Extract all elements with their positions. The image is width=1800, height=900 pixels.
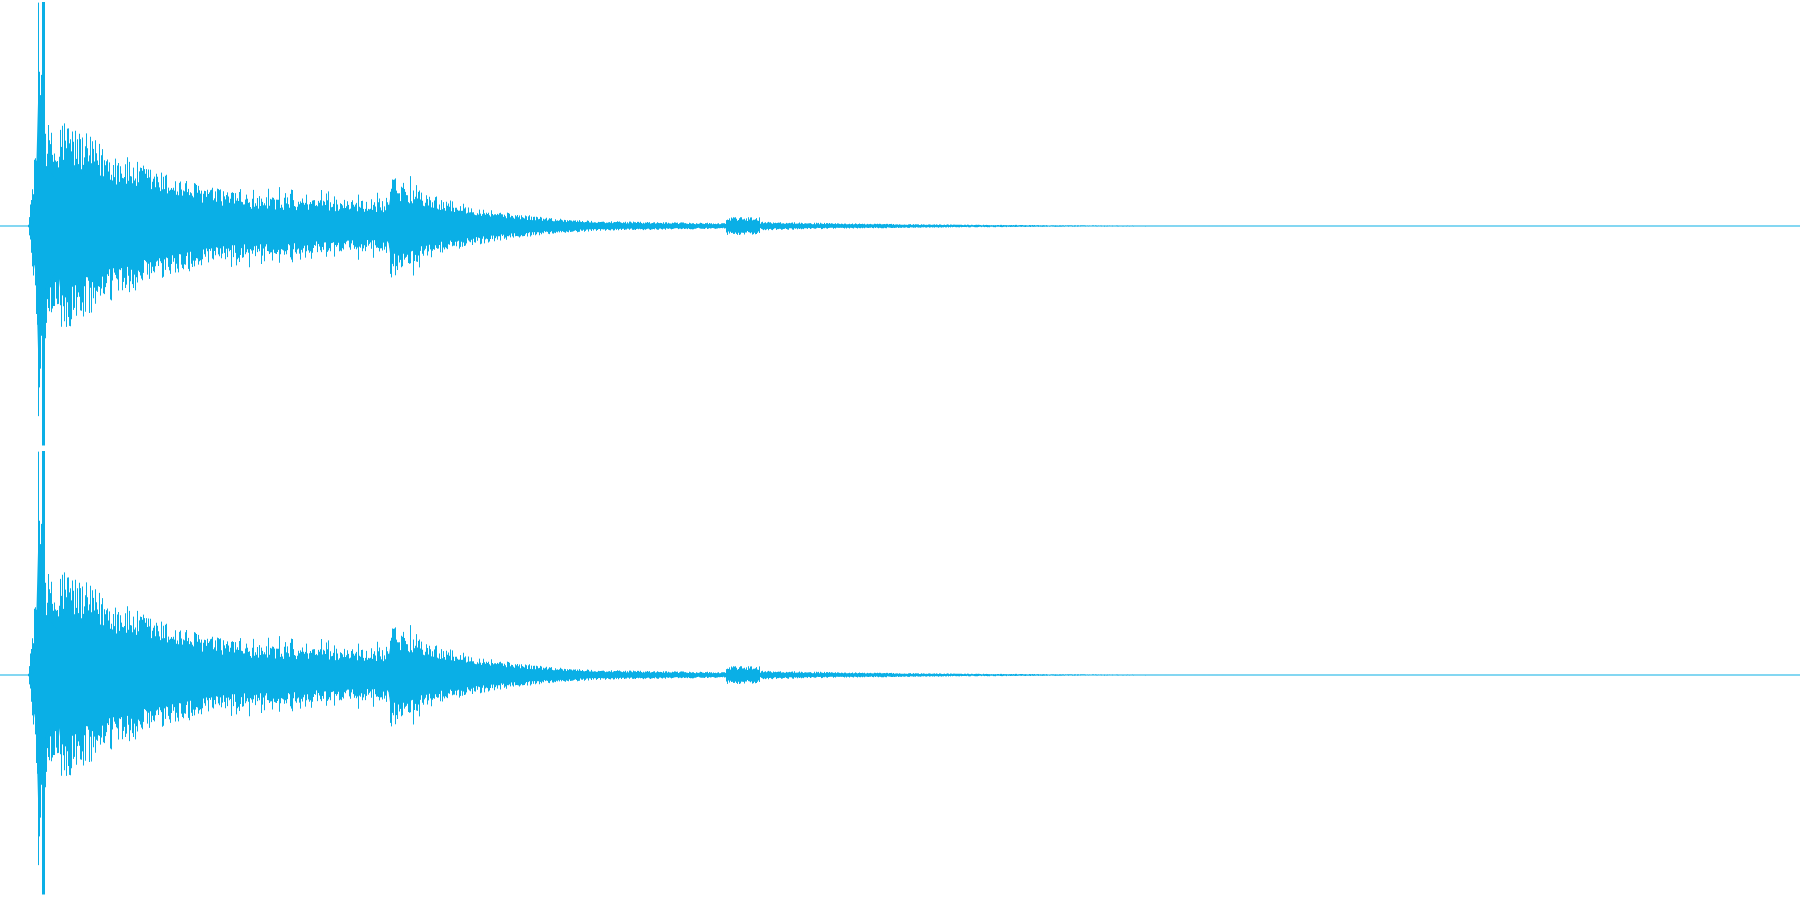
waveform-body	[34, 102, 640, 350]
channel-2-waveform	[0, 451, 1800, 895]
channel-1-waveform	[0, 2, 1800, 446]
waveform-body	[34, 551, 640, 799]
